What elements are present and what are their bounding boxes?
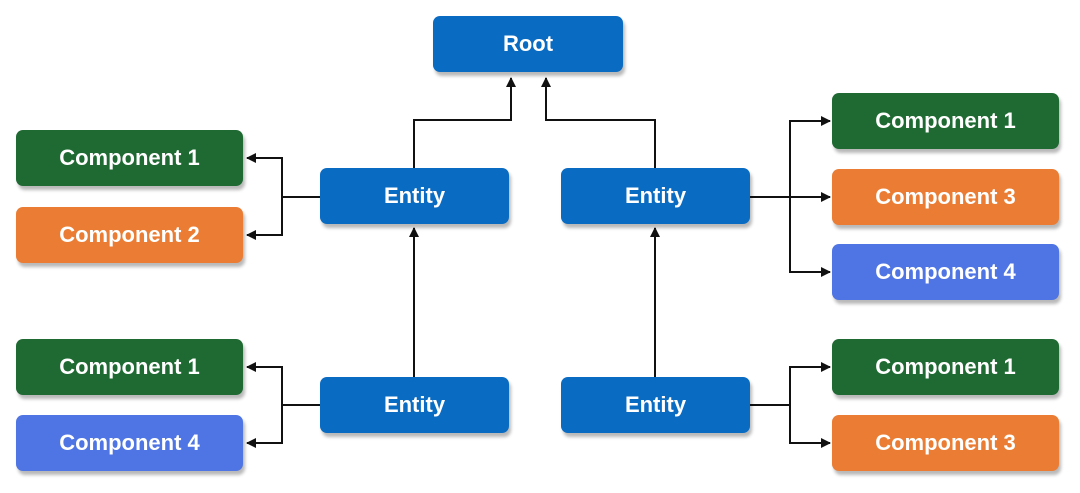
component-node-ur-3: Component 3 [832, 169, 1059, 225]
edge-to-lr-component-3 [789, 405, 831, 448]
component-label: Component 4 [59, 430, 200, 455]
component-label: Component 1 [59, 145, 200, 170]
component-node-lr-1: Component 1 [832, 339, 1059, 395]
edge-to-ul-component-1 [246, 153, 283, 197]
entity-label: Entity [383, 183, 446, 208]
component-node-ll-4: Component 4 [16, 415, 243, 471]
component-node-ur-1: Component 1 [832, 93, 1059, 149]
component-label: Component 4 [875, 259, 1016, 284]
edge-entity-ul-to-root [413, 77, 516, 168]
edge-to-ll-component-1 [246, 362, 283, 405]
entity-label: Entity [624, 183, 687, 208]
edge-to-ur-component-4 [789, 197, 831, 277]
entity-label: Entity [624, 392, 687, 417]
component-label: Component 1 [59, 354, 200, 379]
edge-entity-ur-to-root [541, 77, 656, 168]
component-node-ul-2: Component 2 [16, 207, 243, 263]
entity-node-lower-right: Entity [561, 377, 750, 433]
component-node-ll-1: Component 1 [16, 339, 243, 395]
component-node-ur-4: Component 4 [832, 244, 1059, 300]
component-label: Component 1 [875, 108, 1016, 133]
entity-node-upper-right: Entity [561, 168, 750, 224]
entity-label: Entity [383, 392, 446, 417]
entity-node-upper-left: Entity [320, 168, 509, 224]
component-label: Component 1 [875, 354, 1016, 379]
component-node-ul-1: Component 1 [16, 130, 243, 186]
component-label: Component 2 [59, 222, 200, 247]
edge-to-lr-component-1 [789, 362, 831, 405]
component-label: Component 3 [875, 184, 1016, 209]
component-node-lr-3: Component 3 [832, 415, 1059, 471]
entity-node-lower-left: Entity [320, 377, 509, 433]
root-node: Root [433, 16, 623, 72]
component-label: Component 3 [875, 430, 1016, 455]
root-label: Root [502, 31, 554, 56]
edge-to-ur-component-1 [750, 116, 831, 198]
edge-to-ul-component-2 [246, 197, 283, 240]
edge-to-ll-component-4 [246, 405, 283, 448]
